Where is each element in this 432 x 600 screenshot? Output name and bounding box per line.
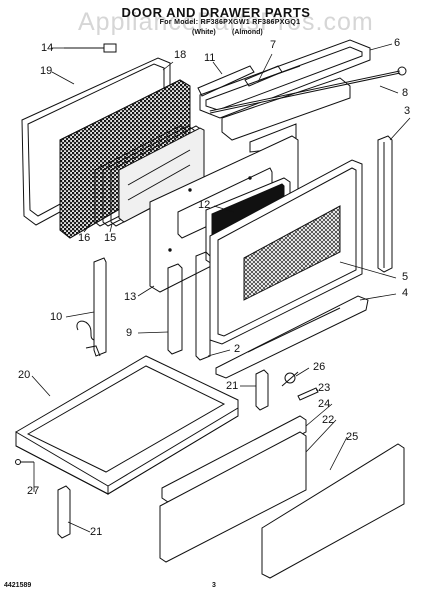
vent-bracket bbox=[197, 65, 283, 97]
door-hinge-clip bbox=[64, 43, 117, 53]
callout-3: 3 bbox=[404, 105, 411, 117]
callout-11: 11 bbox=[204, 52, 216, 64]
door-top-trim bbox=[199, 39, 371, 119]
callout-6: 6 bbox=[394, 37, 401, 49]
callout-21-lower: 21 bbox=[90, 526, 103, 538]
drawer-hanger bbox=[297, 387, 319, 401]
door-bottom-trim bbox=[215, 295, 369, 379]
callout-25: 25 bbox=[346, 431, 359, 443]
callout-12: 12 bbox=[198, 199, 211, 211]
window-pack bbox=[94, 125, 205, 227]
callout-15: 15 bbox=[104, 232, 117, 244]
side-bracket-right bbox=[377, 135, 393, 273]
callout-24: 24 bbox=[318, 398, 331, 410]
callout-19: 19 bbox=[40, 65, 53, 77]
callout-16: 16 bbox=[78, 232, 91, 244]
door-side-trim-right bbox=[195, 251, 211, 361]
callout-5: 5 bbox=[402, 271, 409, 283]
watermark-text: AppliancePartsPros.com bbox=[78, 8, 374, 36]
variant-almond-label: (Almond) bbox=[232, 29, 263, 36]
variant-white-label: (White) bbox=[192, 29, 216, 36]
door-hinge bbox=[76, 257, 107, 357]
callout-26: 26 bbox=[313, 361, 326, 373]
callout-13: 13 bbox=[124, 291, 137, 303]
document-number: 4421589 bbox=[4, 582, 32, 589]
storage-drawer bbox=[15, 355, 239, 495]
callout-8: 8 bbox=[402, 87, 409, 99]
outer-door bbox=[209, 159, 363, 345]
callout-22: 22 bbox=[322, 414, 335, 426]
door-handle-rod bbox=[209, 66, 407, 114]
drawer-front bbox=[159, 415, 307, 563]
model-numbers: For Model: RF386PXGW1 RF386PXGQ1 bbox=[159, 19, 301, 26]
callout-20: 20 bbox=[18, 369, 31, 381]
callout-2: 2 bbox=[234, 343, 241, 355]
callout-7: 7 bbox=[270, 39, 277, 51]
callout-14: 14 bbox=[41, 42, 54, 54]
door-side-trim-left bbox=[167, 263, 183, 355]
leader-lines bbox=[31, 43, 411, 533]
callout-18: 18 bbox=[174, 49, 187, 61]
callout-9: 9 bbox=[126, 327, 133, 339]
callout-4: 4 bbox=[402, 287, 409, 299]
drawer-screw bbox=[15, 459, 34, 465]
page-number: 3 bbox=[212, 582, 216, 589]
drawer-lower-slide bbox=[57, 485, 71, 539]
drawer-roller bbox=[281, 371, 299, 387]
drawer-panel bbox=[261, 443, 405, 579]
callout-10: 10 bbox=[50, 311, 63, 323]
callout-27: 27 bbox=[27, 485, 40, 497]
callout-23: 23 bbox=[318, 382, 331, 394]
callout-21-upper: 21 bbox=[226, 380, 239, 392]
diagram-title: DOOR AND DRAWER PARTS bbox=[121, 5, 311, 20]
drawer-slide-bracket bbox=[255, 369, 269, 411]
